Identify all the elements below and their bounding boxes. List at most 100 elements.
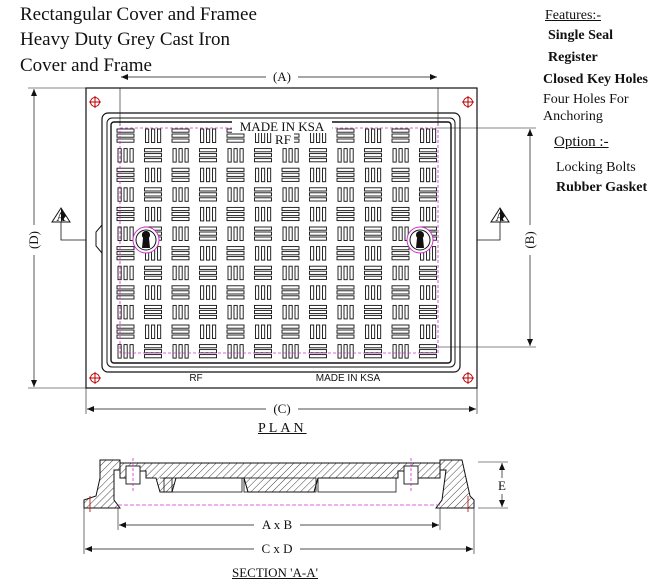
- slot: [281, 334, 300, 339]
- slot: [398, 187, 403, 202]
- slot: [392, 344, 397, 359]
- slot: [392, 304, 397, 320]
- slot: [144, 349, 162, 354]
- slot: [364, 148, 382, 153]
- slot: [365, 167, 370, 183]
- slot: [371, 324, 376, 339]
- slot: [157, 246, 162, 261]
- slot: [420, 206, 425, 222]
- slot: [212, 324, 217, 339]
- slot: [254, 275, 272, 280]
- slot: [419, 197, 437, 202]
- slot: [267, 246, 272, 261]
- slot: [171, 177, 190, 182]
- slot: [281, 216, 300, 222]
- slot: [364, 275, 382, 280]
- slot: [322, 206, 327, 222]
- slot: [391, 167, 410, 172]
- slot: [281, 295, 300, 300]
- slot: [226, 251, 245, 256]
- slot: [116, 172, 135, 177]
- slot: [336, 324, 355, 329]
- slot: [365, 206, 370, 222]
- slot: [254, 192, 272, 197]
- slot: [281, 206, 300, 212]
- slot: [364, 158, 382, 163]
- slot: [398, 226, 403, 241]
- slot: [206, 324, 211, 339]
- slot: [309, 231, 327, 236]
- slot: [123, 187, 128, 202]
- slot: [281, 172, 300, 177]
- slot: [364, 192, 382, 197]
- slot: [227, 304, 232, 320]
- slot: [419, 158, 437, 163]
- slot: [419, 153, 437, 158]
- slot: [145, 128, 150, 143]
- slot: [420, 324, 425, 339]
- slot: [310, 285, 315, 300]
- slot: [116, 246, 135, 251]
- slot: [239, 148, 244, 163]
- slot: [255, 324, 260, 339]
- slot: [226, 216, 245, 222]
- slot: [144, 265, 162, 270]
- slot: [391, 206, 410, 212]
- slot: [171, 133, 190, 138]
- slot: [178, 265, 183, 281]
- slot: [116, 290, 135, 295]
- slot: [171, 251, 190, 256]
- slot: [336, 334, 355, 339]
- slot: [200, 167, 205, 183]
- slot: [116, 285, 135, 290]
- slot: [171, 211, 190, 217]
- slot: [281, 177, 300, 182]
- slot: [316, 324, 321, 339]
- slot: [392, 226, 397, 241]
- slot: [254, 304, 272, 310]
- slot: [349, 187, 354, 202]
- slot: [144, 187, 162, 192]
- slot: [212, 285, 217, 300]
- slot: [281, 329, 300, 334]
- made-in-label-bottom: MADE IN KSA: [316, 373, 381, 384]
- slot: [226, 177, 245, 182]
- slot: [309, 187, 327, 192]
- slot: [336, 133, 355, 138]
- frame-section-left: [83, 459, 121, 509]
- cover-outline: [106, 117, 456, 368]
- slot: [172, 148, 177, 163]
- slot: [171, 256, 190, 261]
- slot: [254, 354, 272, 359]
- slot: [309, 304, 327, 310]
- slot: [226, 138, 245, 143]
- slot: [129, 148, 134, 163]
- slot: [336, 177, 355, 182]
- slot: [371, 128, 376, 143]
- slot: [199, 231, 217, 236]
- slot: [116, 206, 135, 212]
- slot: [184, 226, 189, 241]
- slot: [364, 231, 382, 236]
- slot: [281, 246, 300, 251]
- keyhole-left: [132, 226, 160, 254]
- slot: [310, 246, 315, 261]
- slot: [172, 344, 177, 359]
- slot: [343, 226, 348, 241]
- slot: [349, 265, 354, 281]
- slot: [184, 265, 189, 281]
- slot: [144, 270, 162, 275]
- slot: [391, 138, 410, 143]
- slot: [282, 148, 287, 163]
- slot: [391, 246, 410, 251]
- slot: [343, 148, 348, 163]
- slot: [255, 167, 260, 183]
- slot: [309, 349, 327, 354]
- slot: [267, 324, 272, 339]
- slot: [199, 158, 217, 163]
- slot: [199, 153, 217, 158]
- slot: [398, 344, 403, 359]
- slot: [426, 206, 431, 222]
- slot: [199, 314, 217, 320]
- slot: [116, 138, 135, 143]
